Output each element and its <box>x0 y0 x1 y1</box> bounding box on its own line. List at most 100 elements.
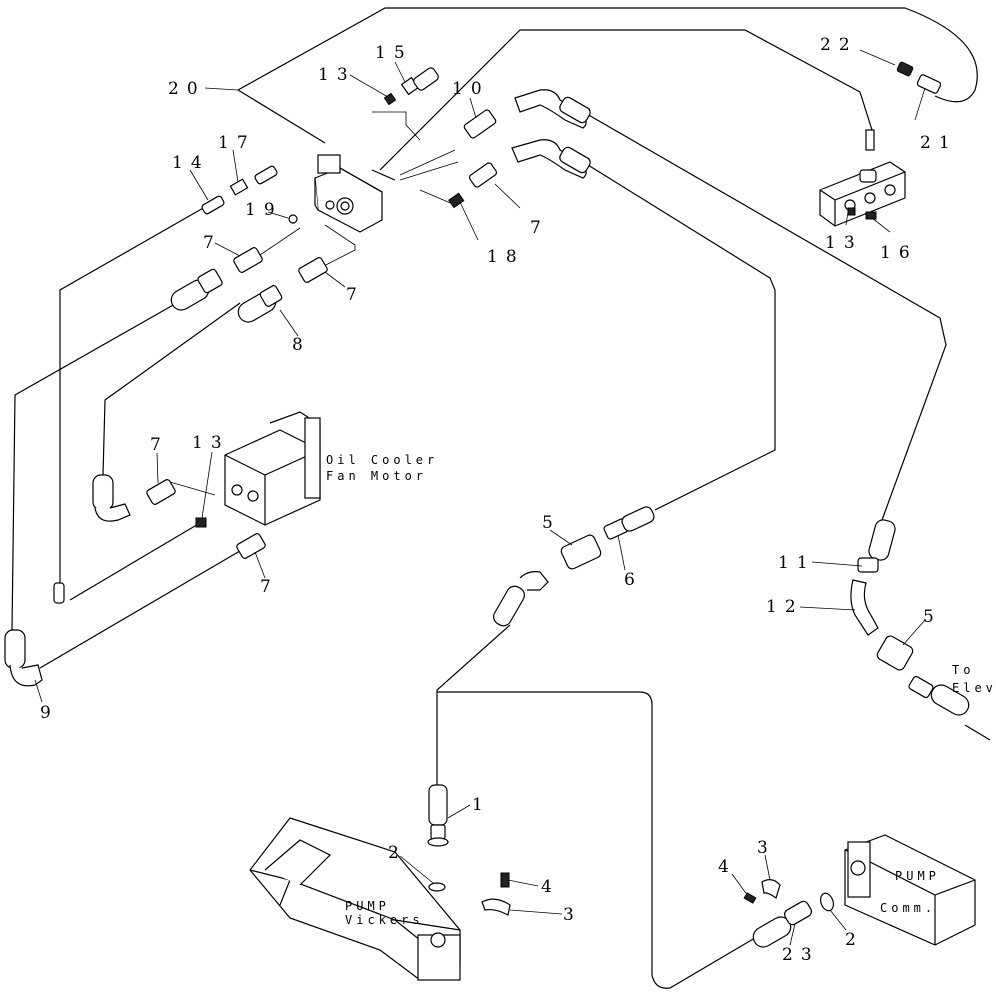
hose-line-20-21 <box>237 7 978 103</box>
pump-comm-label-line1: PUMP <box>895 869 940 883</box>
oil-cooler-fan-motor <box>224 411 321 526</box>
callout-18: 18 <box>487 247 525 267</box>
callout-13-fan: 13 <box>192 433 230 453</box>
hose-end-1 <box>427 784 449 847</box>
pump-comm <box>844 834 976 946</box>
callout-13-manifold: 13 <box>825 233 863 253</box>
fitting-13-top <box>383 92 397 106</box>
valve-block <box>314 154 396 233</box>
callout-19: 19 <box>245 200 283 220</box>
fitting-22 <box>896 61 914 77</box>
callout-11: 11 <box>778 553 816 573</box>
callout-5-right: 5 <box>923 607 942 627</box>
hose-line-valve-manifold <box>379 29 873 171</box>
callout-3-right: 3 <box>757 838 776 858</box>
callout-7-lower: 7 <box>260 577 279 597</box>
hose-line-pump-comm <box>437 691 761 989</box>
bracket-line-e <box>319 224 356 269</box>
callout-10: 10 <box>452 79 490 99</box>
callout-numbers: 20 13 15 10 22 21 17 14 19 7 18 13 16 7 … <box>40 35 958 965</box>
union-5-center <box>560 534 602 570</box>
bracket-line-c <box>399 161 459 181</box>
fitting-7-lower <box>236 533 266 559</box>
callout-8: 8 <box>292 335 311 355</box>
callout-23: 23 <box>782 945 820 965</box>
hose-line-elevator <box>964 724 991 741</box>
hose-line-pump <box>436 624 511 785</box>
callout-9: 9 <box>40 703 59 723</box>
hose-line-8-fan <box>102 302 241 476</box>
elbow-hose-10 <box>514 89 591 129</box>
hose-line-7-6 <box>579 159 776 511</box>
o-ring-2-left <box>428 882 446 892</box>
union-5-right <box>876 635 914 671</box>
bracket-line-g <box>169 481 216 496</box>
clamp-3-left <box>481 872 511 916</box>
callout-7-fan: 7 <box>150 435 169 455</box>
hose-line-20-valve <box>237 89 326 144</box>
elbow-hose-7 <box>511 139 591 179</box>
pump-vickers-label-line1: PUMP <box>345 899 390 913</box>
callout-12: 12 <box>766 597 804 617</box>
callout-7-valve-right: 7 <box>530 218 549 238</box>
callout-4-right: 4 <box>718 857 737 877</box>
fitting-7-fan <box>146 479 176 505</box>
pump-comm-label-line2: Comm. <box>880 901 936 915</box>
callout-13-top: 13 <box>318 65 356 85</box>
callout-3-left: 3 <box>563 905 582 925</box>
callout-5-center: 5 <box>542 513 561 533</box>
hose-end-11 <box>857 519 896 573</box>
elbow-12 <box>850 579 879 636</box>
fitting-7-left <box>233 247 263 273</box>
bracket-line-f <box>259 227 301 256</box>
bracket-line-d <box>419 189 456 206</box>
callout-17: 17 <box>218 133 256 153</box>
fitting-15 <box>400 67 439 96</box>
hose-line-13-elbow <box>69 522 201 601</box>
elbow-fan <box>92 474 131 522</box>
hose-end-8 <box>237 285 283 323</box>
fitting-7-top <box>468 162 498 188</box>
clamp-3-right <box>761 879 781 899</box>
hose-elbow-center <box>493 571 549 627</box>
component-labels: Oil Cooler Fan Motor PUMP Vickers PUMP C… <box>326 453 996 927</box>
callout-14: 14 <box>172 153 210 173</box>
fitting-17 <box>229 165 278 196</box>
leader-lines <box>34 49 926 946</box>
fitting-14 <box>201 195 225 215</box>
bracket-line-b <box>399 149 456 176</box>
callout-7-mid: 7 <box>346 285 365 305</box>
to-elev-label-line1: To <box>952 663 974 677</box>
hose-line-fan-9 <box>39 547 246 669</box>
hose-line-10-11 <box>579 109 947 521</box>
hose-end-left <box>170 268 223 311</box>
elevator-hose-end <box>908 675 970 716</box>
elbow-9 <box>4 629 43 687</box>
callout-2-left: 2 <box>388 843 407 863</box>
callout-21: 21 <box>920 133 958 153</box>
hose-line-valve-9 <box>11 299 183 631</box>
callout-7-left: 7 <box>203 233 222 253</box>
o-ring-2-right <box>819 892 835 912</box>
fitting-10 <box>463 109 497 139</box>
fitting-6 <box>603 506 655 540</box>
callout-1: 1 <box>472 795 491 815</box>
callout-2-right: 2 <box>845 930 864 950</box>
fitting-21 <box>916 74 942 94</box>
bolt-4-right <box>743 892 757 904</box>
hose-end-23 <box>752 900 813 948</box>
callout-20: 20 <box>168 79 206 99</box>
plug-19 <box>288 214 298 224</box>
to-elev-label-line2: Elev <box>952 681 996 695</box>
fan-motor-label-line1: Oil Cooler <box>326 453 438 467</box>
callout-6: 6 <box>624 570 643 590</box>
bracket-line-a <box>372 111 421 141</box>
fitting-18 <box>448 192 465 209</box>
hose-lines <box>11 7 991 989</box>
callout-16: 16 <box>880 243 918 263</box>
manifold <box>819 129 906 227</box>
parts <box>4 61 976 981</box>
callout-4-left: 4 <box>541 877 560 897</box>
fitting-7-right <box>298 257 328 283</box>
fan-motor-label-line2: Fan Motor <box>326 469 427 483</box>
